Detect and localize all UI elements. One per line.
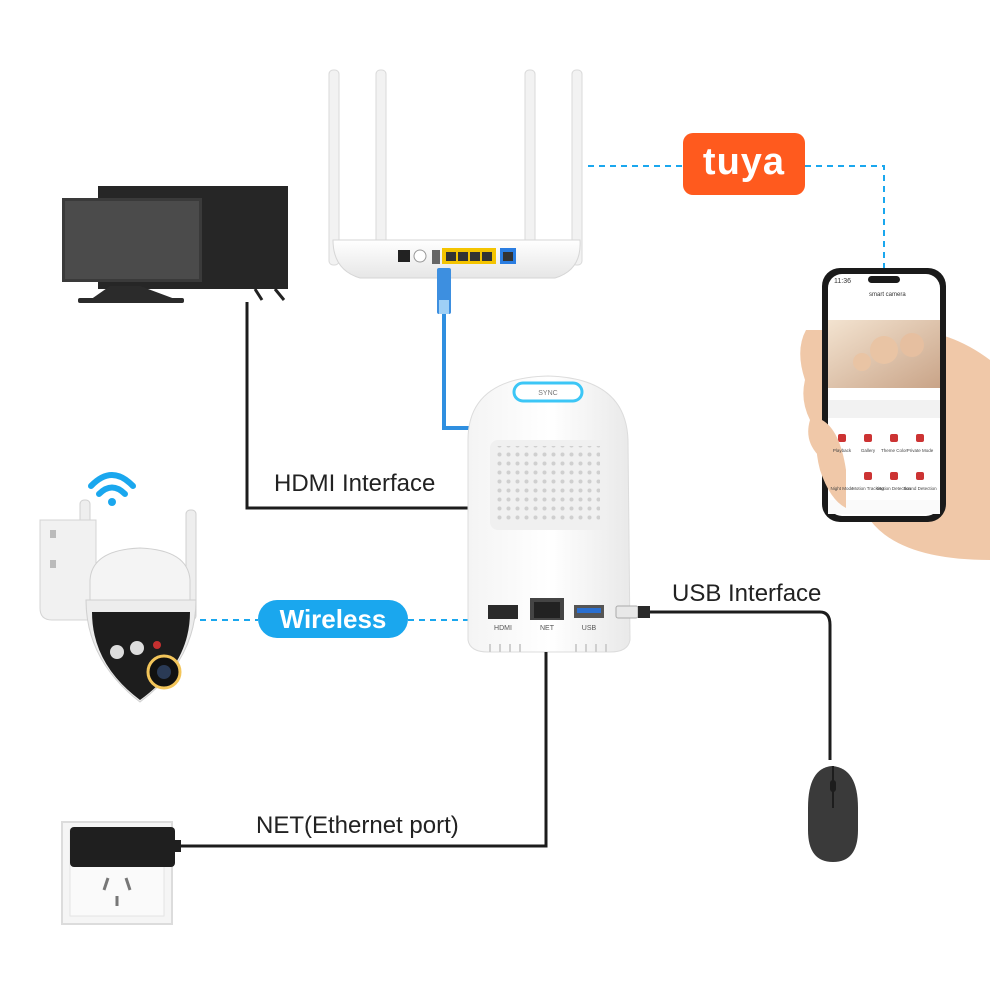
tuya-to-phone-link [805, 165, 885, 270]
power-cable [175, 652, 548, 848]
mouse-icon [808, 766, 858, 862]
phone-feature-playback: Playback [833, 448, 852, 453]
router-icon [328, 69, 583, 279]
phone-app-title: smart camera [869, 292, 906, 298]
phone-feature-night-mode: Night Mode [830, 486, 854, 491]
phone-feature-private-mode: Private Mode [907, 448, 934, 453]
usb-cable [615, 605, 832, 760]
tv-monitor-icon [62, 186, 288, 303]
phone-feature-motion-tracking: Motion Tracking [852, 486, 884, 491]
phone-feature-sound-detection: Sound Detection [903, 486, 937, 491]
phone-feature-gallery: Gallery [861, 448, 876, 453]
wifi-icon [88, 472, 136, 506]
camera-icon [39, 499, 197, 703]
net-ethernet-port-label: NET(Ethernet port) [256, 812, 459, 839]
hdmi-interface-label: HDMI Interface [274, 470, 436, 497]
hub-usb-port-label: USB [582, 625, 597, 632]
phone-feature-motion-detection: Motion Detection [877, 486, 911, 491]
hub-sync-label: SYNC [538, 390, 557, 397]
usb-interface-label: USB Interface [672, 580, 822, 607]
wireless-badge: Wireless [258, 600, 408, 638]
phone-feature-theme-color: Theme Color [881, 448, 908, 453]
tuya-logo: tuya [683, 133, 805, 195]
phone-icon [800, 268, 990, 560]
power-adapter-icon [70, 827, 181, 867]
nvr-hub-icon [467, 375, 631, 653]
hub-hdmi-port-label: HDMI [494, 625, 512, 632]
phone-status-time: 11:36 [834, 278, 851, 285]
hub-net-port-label: NET [540, 625, 555, 632]
dashed-links [200, 165, 885, 621]
